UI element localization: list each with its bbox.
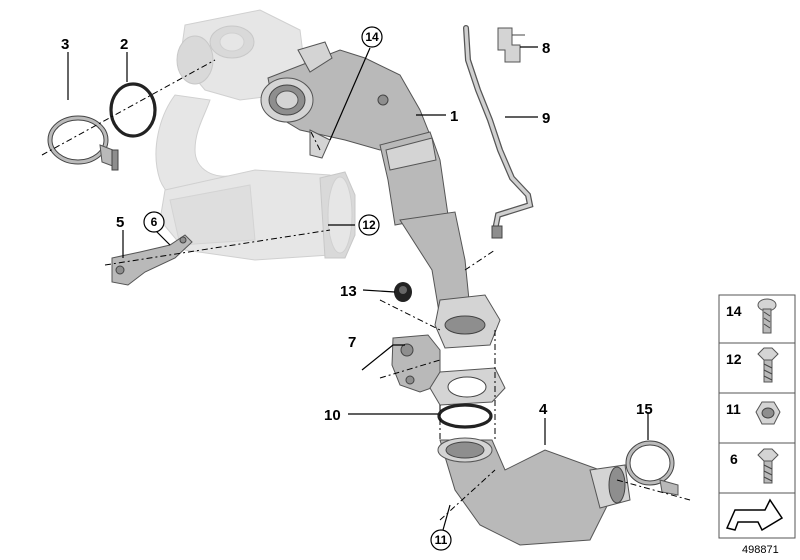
callout-1: 1 [450,108,458,125]
part-9-pipe [463,25,534,239]
callout-5: 5 [116,214,124,231]
callout-9: 9 [542,110,550,127]
legend-number-12: 12 [726,351,742,367]
hex-bolt-icon [757,448,779,484]
callout-2: 2 [120,36,128,53]
callout-4: 4 [539,401,548,418]
document-id: 498871 [742,544,779,556]
callout-7: 7 [348,334,356,351]
leader-lines [67,46,649,531]
arrow-icon [725,498,784,532]
callout-6: 6 [151,215,158,229]
callout-3: 3 [61,36,69,53]
part-7-bracket-plate [391,334,441,393]
hex-nut-icon [755,401,781,425]
part-3-clamp [47,115,119,171]
legend-number-11: 11 [726,401,741,417]
hex-bolt-flange-icon [757,347,779,383]
flange-gasket-plate [429,367,506,406]
part-13-rubber-mount [394,282,412,302]
callout-13: 13 [340,283,357,300]
torx-screw-icon [757,298,777,334]
part-5-bracket [111,234,193,286]
part-10-sealing-ring [437,403,493,429]
callout-labels: 3 2 1 8 9 5 13 7 10 4 15 14 6 12 11 [61,26,653,551]
part-15-clamp [625,440,679,496]
part-1-catalytic-converter [260,41,501,349]
legend-number-6: 6 [730,451,738,467]
callout-15: 15 [636,401,653,418]
alignment-lines [41,59,691,521]
part-4-catalytic-converter [437,437,631,546]
ghost-turbocharger-assembly [155,9,356,261]
part-2-gasket-ring [109,82,157,138]
fastener-legend: 14 12 11 6 [718,294,796,539]
callout-11: 11 [435,533,448,547]
callout-12: 12 [362,218,376,232]
callout-8: 8 [542,40,550,57]
part-8-holder [497,27,525,63]
callout-10: 10 [324,407,341,424]
legend-number-14: 14 [726,303,742,319]
callout-14: 14 [365,30,379,44]
